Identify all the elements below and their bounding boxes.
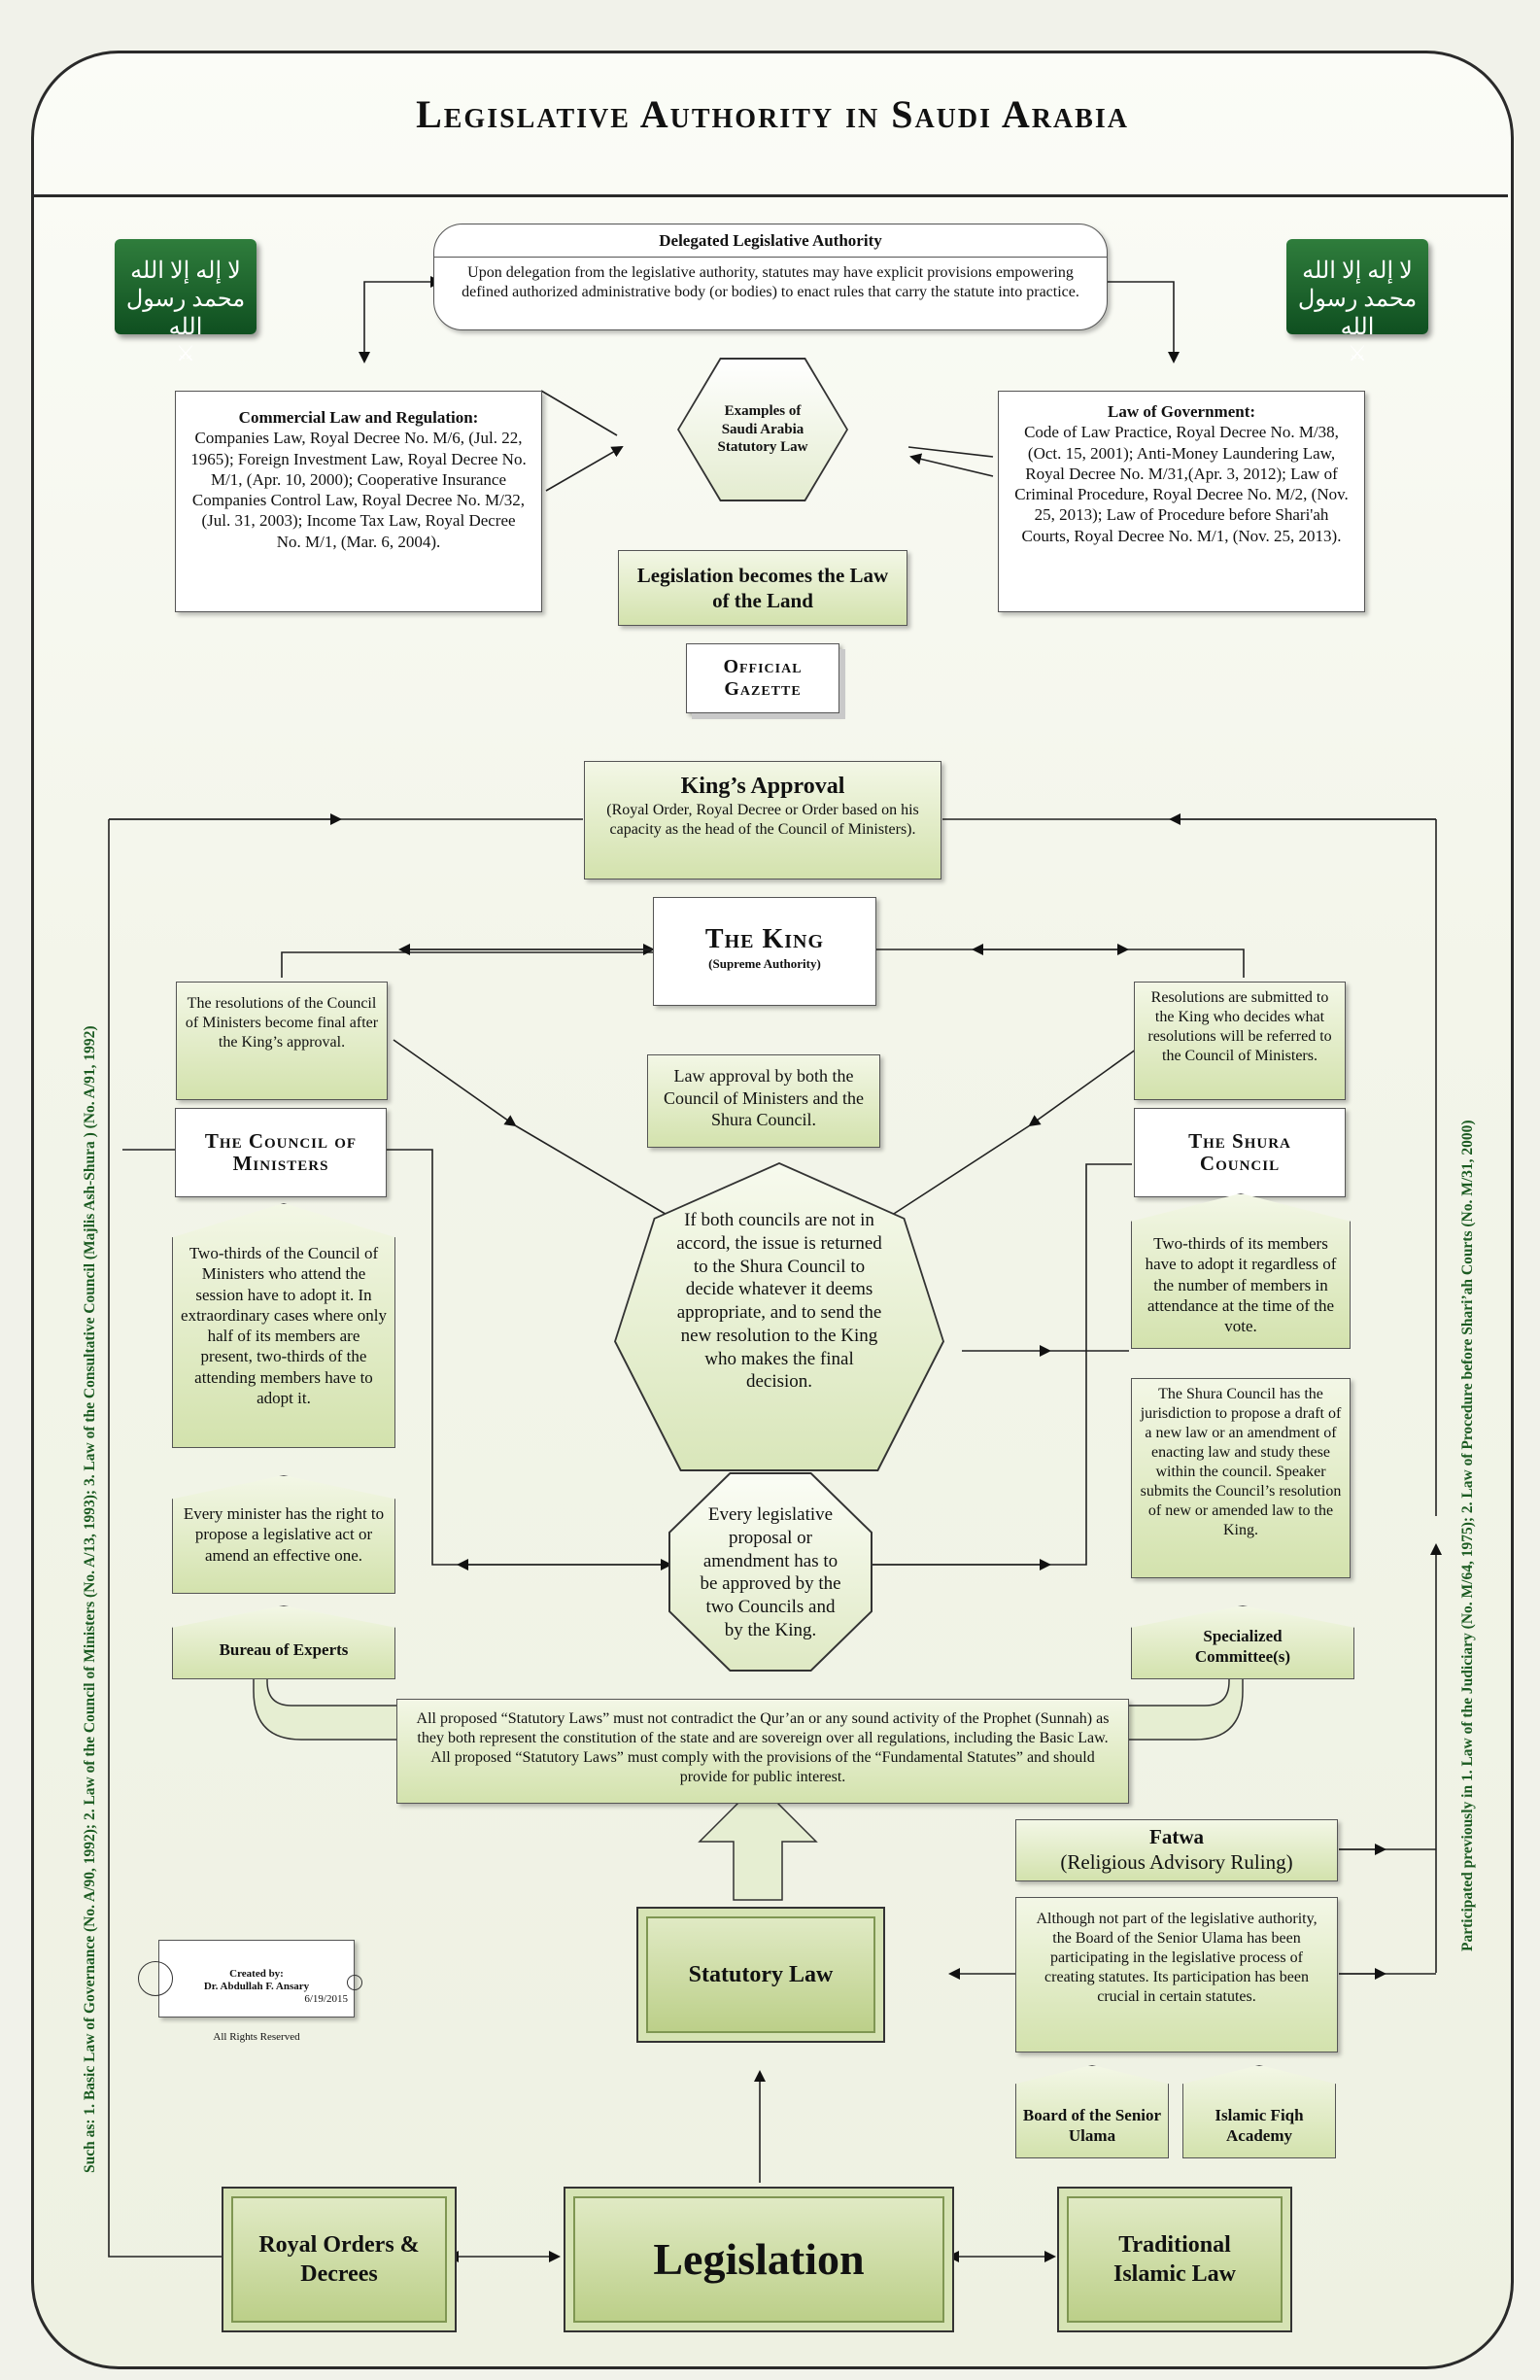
flag-sword-icon: ⚔ (1348, 341, 1367, 365)
legislation-box: Legislation (564, 2187, 954, 2332)
all-rights-reserved: All Rights Reserved (213, 2031, 300, 2043)
saudi-flag-icon: لا إله إلا الله محمد رسول الله ⚔ (1286, 239, 1428, 365)
kings-approval-title: King’s Approval (680, 774, 845, 799)
fatwa-subtitle: (Religious Advisory Ruling) (1060, 1850, 1293, 1875)
credit-author: Dr. Abdullah F. Ansary (203, 1981, 310, 1993)
page-title: Legislative Authority in Saudi Arabia (416, 92, 1129, 136)
kings-approval-text: (Royal Order, Royal Decree or Order base… (606, 802, 919, 838)
every-proposal-text: Every legislative proposal or amendment … (670, 1474, 871, 1670)
credit-date: 6/19/2015 (304, 1993, 348, 2006)
king-title: The King (704, 924, 825, 954)
official-gazette: Official Gazette (686, 643, 839, 713)
commercial-text: Companies Law, Royal Decree No. M/6, (Ju… (190, 429, 527, 551)
government-text: Code of Law Practice, Royal Decree No. M… (1014, 423, 1349, 545)
flag-shahada: لا إله إلا الله محمد رسول الله (1297, 259, 1418, 340)
credit-box: Created by: Dr. Abdullah F. Ansary 6/19/… (158, 1940, 355, 2018)
left-vertical-note: Such as: 1. Basic Law of Governance (No.… (82, 1025, 98, 2173)
council-of-ministers: The Council of Ministers (175, 1108, 387, 1197)
flag-sword-icon: ⚔ (176, 341, 195, 365)
credit-circle-right (347, 1975, 362, 1990)
flag-shahada: لا إله إلا الله محمد رسول الله (125, 259, 246, 340)
islamic-fiqh-academy: Islamic Fiqh Academy (1182, 2065, 1336, 2158)
saudi-flag-icon: لا إله إلا الله محمد رسول الله ⚔ (115, 239, 257, 365)
resolutions-submitted-box: Resolutions are submitted to the King wh… (1134, 982, 1346, 1100)
government-law-box: Law of Government: Code of Law Practice,… (998, 391, 1365, 612)
title-bar (31, 51, 1508, 197)
every-proposal-octagon: Every legislative proposal or amendment … (668, 1472, 873, 1672)
king-subtitle: (Supreme Authority) (708, 956, 821, 971)
law-of-land-box: Legislation becomes the Law of the Land (618, 550, 907, 626)
credit-created: Created by: (229, 1968, 284, 1980)
statutory-note-box: All proposed “Statutory Laws” must not c… (396, 1699, 1129, 1804)
fatwa-box: Fatwa (Religious Advisory Ruling) (1015, 1819, 1338, 1881)
royal-orders-box: Royal Orders & Decrees (222, 2187, 457, 2332)
commercial-law-box: Commercial Law and Regulation: Companies… (175, 391, 542, 612)
ulama-note-box: Although not part of the legislative aut… (1015, 1897, 1338, 2052)
right-vertical-note: Participated previously in 1. Law of the… (1459, 1120, 1476, 1951)
shura-jurisdiction-box: The Shura Council has the jurisdiction t… (1131, 1378, 1351, 1578)
fatwa-title: Fatwa (1149, 1825, 1204, 1848)
commercial-title: Commercial Law and Regulation: (238, 408, 479, 427)
accord-octagon: If both councils are not in accord, the … (614, 1162, 944, 1471)
the-king-box: The King (Supreme Authority) (653, 897, 876, 1006)
delegated-authority-box: Delegated Legislative Authority Upon del… (433, 224, 1108, 330)
board-senior-ulama: Board of the Senior Ulama (1015, 2065, 1169, 2158)
two-thirds-council-box: Two-thirds of the Council of Ministers w… (172, 1203, 395, 1448)
every-minister-box: Every minister has the right to propose … (172, 1475, 395, 1594)
resolutions-final-box: The resolutions of the Council of Minist… (176, 982, 388, 1100)
shura-council: The Shura Council (1134, 1108, 1346, 1197)
examples-text: Examples of Saudi Arabia Statutory Law (679, 360, 846, 500)
credit-circle-left (138, 1961, 173, 1996)
accord-text: If both councils are not in accord, the … (616, 1164, 942, 1469)
two-thirds-shura-box: Two-thirds of its members have to adopt … (1131, 1193, 1351, 1349)
traditional-islamic-law-box: Traditional Islamic Law (1057, 2187, 1292, 2332)
kings-approval-box: King’s Approval (Royal Order, Royal Decr… (584, 761, 941, 880)
delegated-title: Delegated Legislative Authority (434, 230, 1107, 259)
delegated-text: Upon delegation from the legislative aut… (462, 264, 1079, 301)
statutory-law-box: Statutory Law (636, 1907, 885, 2043)
law-approval-box: Law approval by both the Council of Mini… (647, 1054, 880, 1148)
government-title: Law of Government: (1107, 402, 1256, 421)
